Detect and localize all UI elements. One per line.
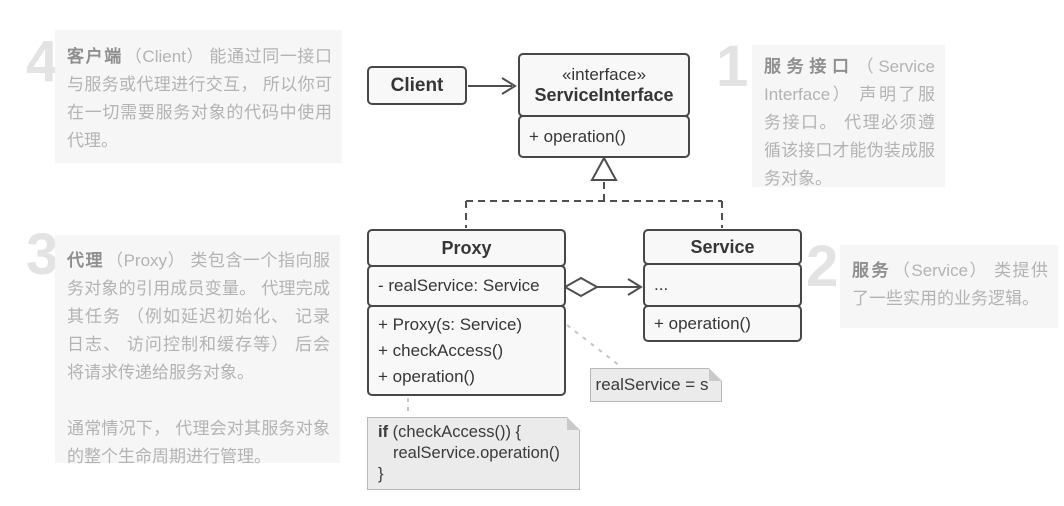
- annotation-term: 服务: [852, 261, 891, 280]
- attribute-label: - realService: Service: [378, 276, 540, 295]
- aggregation-arrowhead: [627, 278, 643, 296]
- class-service-interface: «interface» ServiceInterface + operation…: [518, 53, 690, 158]
- class-title: «interface» ServiceInterface: [518, 53, 690, 117]
- attribute-label: ...: [654, 275, 669, 294]
- class-methods: + operation(): [643, 305, 802, 342]
- client-association-arrowhead: [501, 77, 517, 95]
- method-label: + operation(): [378, 366, 475, 386]
- annotation-term: 客户端: [67, 47, 123, 66]
- class-proxy: Proxy - realService: Service + Proxy(s: …: [367, 229, 566, 396]
- class-attributes: ...: [643, 263, 802, 307]
- annotation-body: （Client） 能通过同一接口与服务或代理进行交互， 所以你可在一切需要服务对…: [67, 47, 333, 150]
- annotation-paragraph: 服务接口（Service Interface） 声明了服务接口。 代理必须遵循该…: [764, 53, 935, 193]
- note-text: realService = s: [595, 375, 709, 394]
- code-line: if (checkAccess()) {: [378, 422, 569, 443]
- aggregation-diamond: [562, 276, 600, 298]
- annotation-number-4: 4: [26, 29, 59, 94]
- method-label: + operation(): [529, 126, 626, 146]
- code-line: realService.operation(): [393, 444, 560, 462]
- method-label: + checkAccess(): [378, 340, 504, 360]
- annotation-body: （Service Interface） 声明了服务接口。 代理必须遵循该接口才能…: [764, 57, 936, 188]
- annotation-text-1: 服务接口（Service Interface） 声明了服务接口。 代理必须遵循该…: [752, 45, 945, 188]
- code-line: }: [378, 465, 384, 483]
- class-title: Client: [367, 66, 467, 105]
- stereotype-label: «interface»: [561, 64, 647, 84]
- note-connector-assignment: [566, 324, 621, 367]
- class-service: Service ... + operation(): [643, 229, 802, 342]
- annotation-paragraph: 代理（Proxy） 类包含一个指向服务对象的引用成员变量。 代理完成其任务 （例…: [67, 247, 330, 387]
- class-methods: + Proxy(s: Service) + checkAccess() + op…: [367, 305, 566, 396]
- note-code: if (checkAccess()) { realService.operati…: [367, 417, 580, 490]
- annotation-body: （Service） 类提供了一些实用的业务逻辑。: [852, 261, 1048, 308]
- method-label: + operation(): [654, 313, 751, 333]
- class-methods: + operation(): [518, 115, 690, 158]
- annotation-text-3: 代理（Proxy） 类包含一个指向服务对象的引用成员变量。 代理完成其任务 （例…: [55, 235, 340, 466]
- realization-triangle: [590, 155, 618, 181]
- annotation-number-2: 2: [806, 234, 839, 299]
- code-text: (checkAccess()) {: [388, 423, 522, 441]
- annotation-paragraph: 服务（Service） 类提供了一些实用的业务逻辑。: [852, 257, 1048, 313]
- annotation-text-2: 服务（Service） 类提供了一些实用的业务逻辑。: [840, 245, 1058, 328]
- realization-dashed-path: [465, 182, 723, 228]
- annotation-paragraph: 通常情况下， 代理会对其服务对象的整个生命周期进行管理。: [67, 415, 330, 471]
- class-title: Service: [643, 229, 802, 265]
- annotation-text-4: 客户端（Client） 能通过同一接口与服务或代理进行交互， 所以你可在一切需要…: [55, 30, 342, 163]
- annotation-term: 代理: [67, 251, 105, 270]
- code-keyword: if: [378, 423, 389, 441]
- class-title: Proxy: [367, 229, 566, 267]
- annotation-paragraph: 客户端（Client） 能通过同一接口与服务或代理进行交互， 所以你可在一切需要…: [67, 43, 332, 155]
- annotation-term: 服务接口: [764, 57, 855, 76]
- note-fold-icon: [567, 417, 580, 430]
- annotation-body: （Proxy） 类包含一个指向服务对象的引用成员变量。 代理完成其任务 （例如延…: [67, 251, 331, 382]
- annotation-number-1: 1: [716, 34, 749, 99]
- class-name-label: ServiceInterface: [534, 84, 674, 105]
- note-realservice-assignment: realService = s: [590, 368, 722, 402]
- method-label: + Proxy(s: Service): [378, 314, 523, 334]
- class-client: Client: [367, 66, 467, 105]
- annotation-body: 通常情况下， 代理会对其服务对象的整个生命周期进行管理。: [67, 419, 330, 466]
- class-attributes: - realService: Service: [367, 265, 566, 307]
- note-fold-icon: [709, 368, 722, 381]
- annotation-number-3: 3: [26, 222, 59, 287]
